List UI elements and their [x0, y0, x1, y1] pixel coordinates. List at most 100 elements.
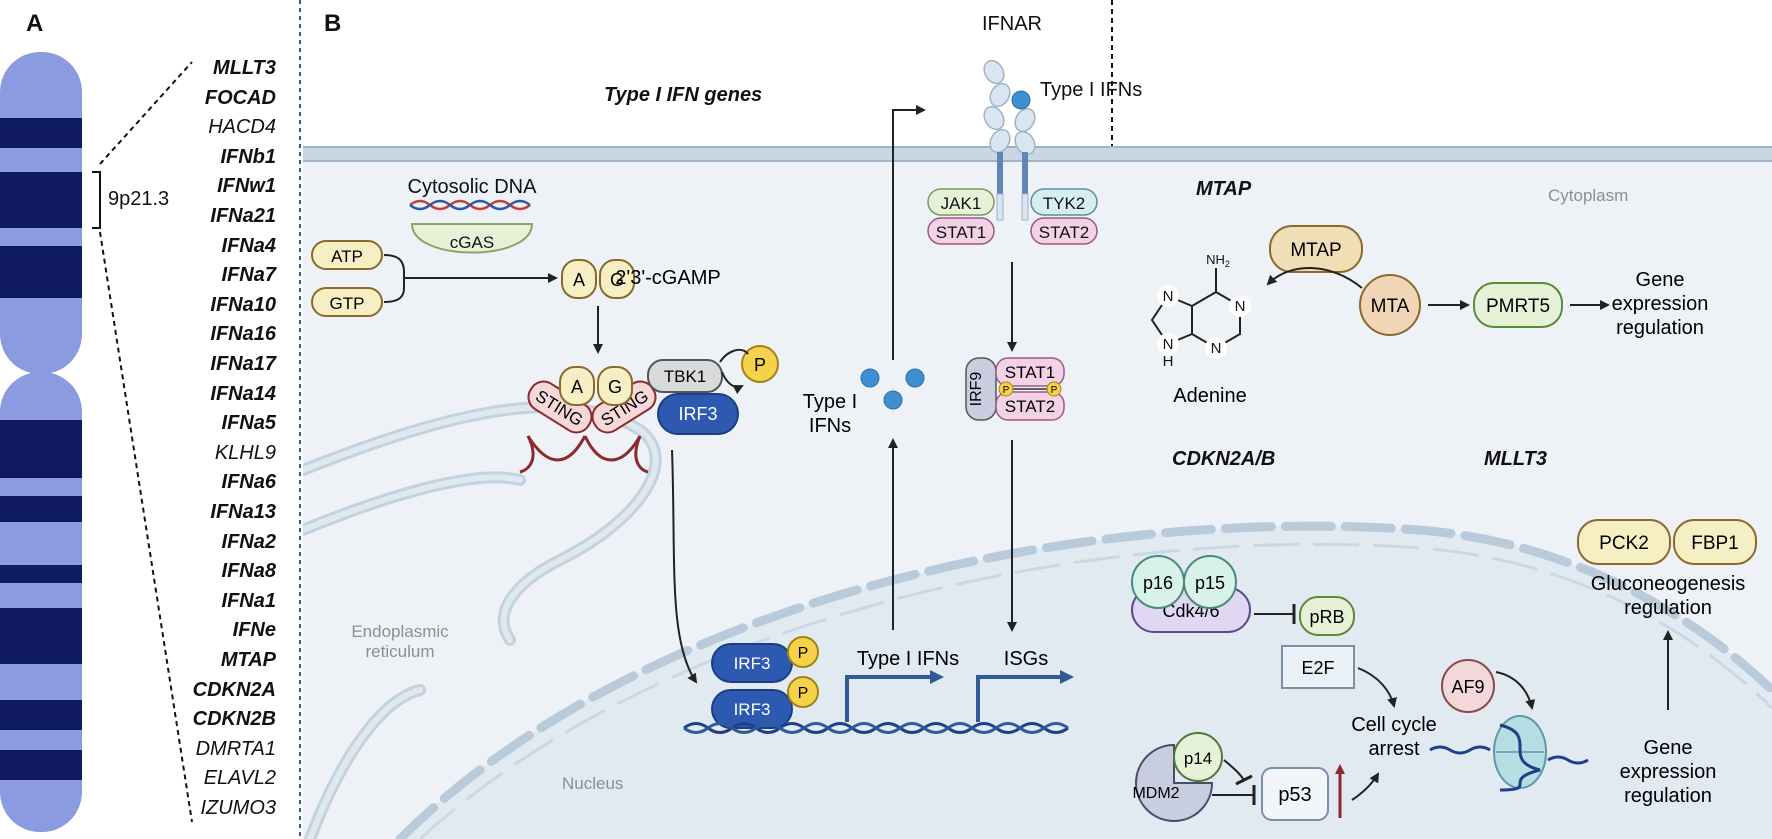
- svg-text:H: H: [1163, 353, 1174, 370]
- ifnar-receptor: IFNAR Type I IFNs JAK1 STAT1 TYK2 STAT2: [927, 13, 1142, 245]
- svg-text:A: A: [571, 377, 583, 397]
- irf3-box: [657, 393, 739, 435]
- gene-label: ELAVL2: [203, 767, 276, 790]
- type-i-ifns-gene-label: Type I IFNs: [857, 648, 959, 670]
- svg-text:G: G: [608, 377, 622, 397]
- gene-label: IFNa6: [221, 471, 276, 494]
- gene-label: IFNa1: [221, 589, 276, 612]
- prb-box: [1299, 596, 1355, 636]
- cgas-enzyme: [410, 223, 534, 254]
- gene-label: HACD4: [208, 116, 276, 139]
- af9-circle: [1441, 659, 1495, 713]
- svg-text:p16: p16: [1143, 573, 1173, 593]
- svg-text:pRB: pRB: [1309, 607, 1344, 627]
- section-type-i-ifn-genes: Type I IFN genes: [604, 84, 763, 106]
- svg-text:E2F: E2F: [1301, 658, 1334, 678]
- plasma-membrane: [303, 146, 1772, 162]
- svg-text:MTAP: MTAP: [1290, 240, 1341, 261]
- tyk2-label: TYK2: [1043, 194, 1086, 213]
- svg-text:p14: p14: [1184, 749, 1212, 768]
- gene-label: IZUMO3: [200, 797, 276, 819]
- nucleus-area: [400, 526, 1772, 839]
- section-mtap: MTAP: [1196, 178, 1252, 200]
- gene-label: IFNa2: [221, 530, 276, 553]
- gene-label: IFNa10: [210, 293, 276, 316]
- gene-label: IFNa16: [210, 323, 276, 346]
- jak1-label: JAK1: [941, 194, 982, 213]
- svg-text:MTA: MTA: [1371, 296, 1410, 317]
- pck2-box: [1577, 519, 1671, 565]
- cgamp-molecule: A G: [561, 259, 635, 299]
- chromosome-9: [0, 52, 82, 832]
- panel-b-letter: B: [324, 10, 342, 37]
- gene-label: CDKN2B: [192, 708, 276, 731]
- svg-text:FBP1: FBP1: [1691, 533, 1739, 554]
- band-9p21-3-label: 9p21.3: [108, 188, 170, 210]
- adenine-label: Adenine: [1173, 385, 1246, 407]
- cgas-sting-pathway: Cytosolic DNA cGAS ATP GTP A G 2'3'-cGAM…: [311, 176, 779, 684]
- tyk2-box: [1030, 188, 1098, 216]
- gene-label: CDKN2A: [192, 678, 276, 701]
- nucleus-label: Nucleus: [562, 774, 624, 793]
- svg-text:N: N: [1211, 340, 1222, 357]
- mtap-box: [1269, 225, 1363, 273]
- stat1-box: [927, 217, 995, 245]
- isgf3-complex: IRF9 STAT1 STAT2 P P: [965, 357, 1065, 421]
- svg-text:PCK2: PCK2: [1599, 533, 1649, 554]
- gtp-box: [311, 287, 383, 317]
- gene-label: IFNb1: [220, 145, 276, 168]
- svg-text:p15: p15: [1195, 573, 1225, 593]
- tbk1-label: TBK1: [664, 367, 707, 386]
- svg-text:A: A: [573, 270, 585, 290]
- svg-text:P: P: [1003, 385, 1010, 396]
- svg-text:p53: p53: [1278, 784, 1311, 806]
- svg-text:N: N: [1163, 336, 1174, 353]
- gtp-label: GTP: [330, 294, 365, 313]
- ifnar-ligand-label: Type I IFNs: [1040, 79, 1142, 101]
- nuclear-envelope: [395, 521, 1772, 839]
- panel-a-letter: A: [26, 10, 44, 37]
- type-i-ifn-ligand: [1011, 90, 1031, 110]
- svg-text:MDM2: MDM2: [1132, 785, 1179, 802]
- gene-label: IFNe: [232, 619, 276, 642]
- svg-text:PMRT5: PMRT5: [1486, 296, 1550, 317]
- p15-circle: [1183, 555, 1237, 609]
- svg-text:P: P: [798, 685, 809, 702]
- cytoplasm-label: Cytoplasm: [1548, 186, 1629, 205]
- band-9p21-3-bracket: [92, 61, 193, 823]
- cytosolic-dna-icon: [409, 199, 531, 211]
- p53-box: [1261, 767, 1329, 821]
- cgamp-label: 2'3'-cGAMP: [615, 267, 720, 289]
- gene-label: IFNa13: [210, 501, 276, 523]
- section-cdkn2ab: CDKN2A/B: [1172, 448, 1276, 470]
- svg-text:NH2: NH2: [1206, 252, 1230, 269]
- gene-label: FOCAD: [204, 86, 276, 109]
- svg-text:N: N: [1163, 288, 1174, 305]
- svg-text:STAT1: STAT1: [1005, 363, 1055, 382]
- svg-text:G: G: [610, 270, 624, 290]
- gene-label: MLLT3: [213, 57, 276, 79]
- gene-label: IFNa8: [221, 560, 276, 583]
- stat2-box: [1030, 217, 1098, 245]
- svg-text:IRF3: IRF3: [734, 654, 771, 673]
- gene-label: KLHL9: [214, 441, 276, 464]
- atp-label: ATP: [331, 247, 363, 266]
- gene-label: IFNa21: [210, 205, 276, 227]
- fbp1-box: [1673, 519, 1757, 565]
- bound-cgamp: A G: [559, 366, 633, 406]
- svg-text:P: P: [1051, 385, 1058, 396]
- irf3-dimer: IRF3 IRF3 P P: [711, 636, 819, 729]
- section-mllt3: MLLT3: [1484, 448, 1547, 470]
- ifnar-label: IFNAR: [982, 13, 1042, 35]
- svg-text:STAT2: STAT2: [1005, 397, 1055, 416]
- irf3-label: IRF3: [678, 404, 717, 424]
